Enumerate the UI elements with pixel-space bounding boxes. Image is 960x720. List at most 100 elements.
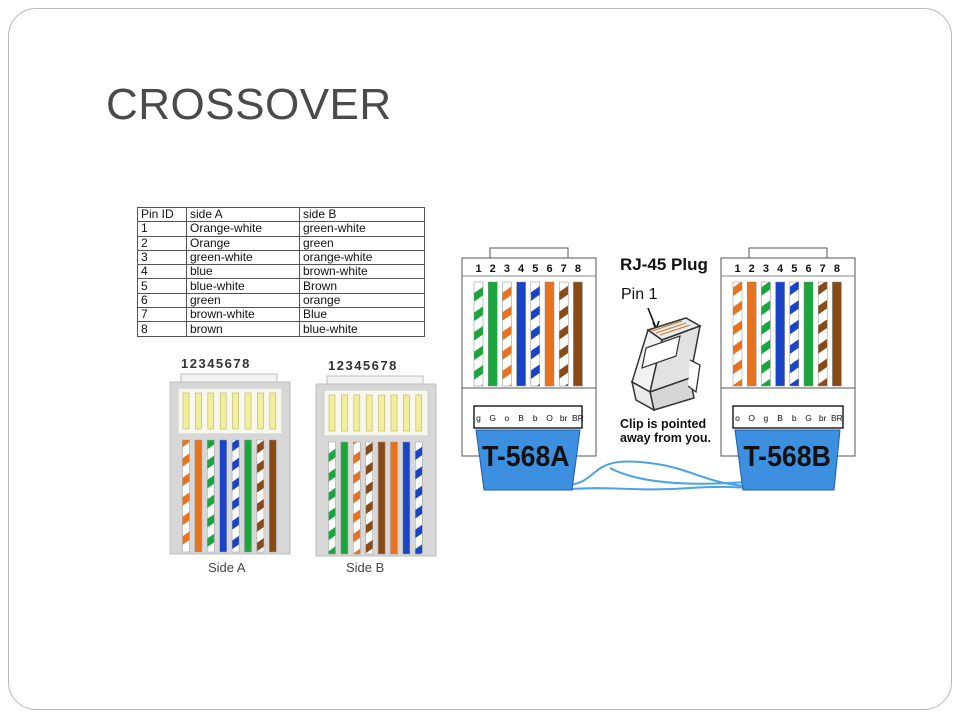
plug-title: RJ-45 Plug: [620, 255, 708, 274]
boot: [475, 429, 581, 491]
wire-blue: [402, 441, 411, 555]
t568a-label: T-568A: [482, 440, 569, 472]
small-connector-side-b: 12345678 Side B: [315, 358, 437, 575]
contact-blade: [269, 392, 277, 430]
pin-table: Pin ID side A side B 1 Orange-white gree…: [137, 206, 425, 337]
table-row: 8 brown blue-white: [137, 321, 425, 337]
color-code: br: [819, 413, 827, 423]
color-code: g: [476, 413, 481, 423]
contact-area: [177, 387, 283, 435]
wire-brown: [573, 281, 583, 387]
color-code: g: [764, 413, 769, 423]
color-code: b: [533, 413, 538, 423]
contact-blade: [341, 394, 348, 432]
wire-brown: [377, 441, 386, 555]
wire-green-white: [328, 441, 336, 555]
contact-blade: [390, 394, 398, 432]
table-cell: blue-white: [186, 278, 300, 294]
contact-area: [323, 389, 429, 437]
rj45-plug-illustration: RJ-45 Plug Pin 1 Clip is pointed away fr…: [620, 255, 711, 445]
wire-orange: [390, 441, 398, 555]
table-cell: Brown: [299, 278, 425, 294]
wire-group: [182, 392, 277, 553]
contact-blade: [328, 394, 336, 432]
wire-brown-white: [558, 281, 569, 387]
wire-orange-white: [353, 441, 361, 555]
pin-number: 3: [763, 263, 769, 275]
color-code: BR: [572, 413, 584, 423]
table-row: 5 blue-white Brown: [137, 278, 425, 294]
wire-orange-white: [182, 439, 190, 553]
wire-orange: [746, 281, 757, 387]
cable: [569, 460, 749, 491]
connector-top-tab: [489, 247, 569, 259]
table-header-cell: side B: [299, 206, 425, 223]
pin-number: 8: [575, 263, 581, 275]
wire-blue-white: [789, 281, 800, 387]
wire-green: [244, 439, 252, 553]
small-connector-side-a: 12345678 Side A: [169, 356, 291, 575]
table-row: 2 Orange green: [137, 235, 425, 251]
wire-orange: [544, 281, 555, 387]
color-code: BR: [831, 413, 843, 423]
wire-orange-white: [732, 281, 743, 387]
wire-orange-white: [502, 281, 512, 387]
table-header-row: Pin ID side A side B: [137, 206, 425, 223]
pin-number: 3: [504, 263, 510, 275]
wire-brown: [269, 439, 277, 553]
color-code: B: [518, 413, 524, 423]
table-cell: green-white: [299, 221, 425, 237]
color-code: o: [505, 413, 510, 423]
t568b-label: T-568B: [743, 440, 830, 472]
pin-numbers-side-b: 12345678: [328, 358, 398, 373]
pin-number: 6: [805, 263, 811, 275]
color-code: o: [735, 413, 740, 423]
pin-number: 4: [777, 263, 784, 275]
table-row: 7 brown-white Blue: [137, 307, 425, 323]
pin1-label: Pin 1: [621, 286, 658, 303]
wire-group: [328, 394, 423, 555]
clip-note-line2: away from you.: [620, 431, 711, 445]
pin-number: 2: [490, 263, 496, 275]
pin-number: 1: [734, 263, 740, 275]
color-code: B: [777, 413, 783, 423]
pin-numbers-side-a: 12345678: [181, 356, 251, 371]
side-a-label: Side A: [208, 560, 246, 575]
wire-blue-white: [231, 439, 240, 553]
pin-number: 2: [749, 263, 755, 275]
wire-orange: [194, 439, 203, 553]
pin-number: 7: [561, 263, 567, 275]
table-cell: Orange-white: [186, 221, 300, 237]
wire-brown-white: [256, 439, 265, 553]
slide-title: CROSSOVER: [106, 80, 392, 129]
contact-blade: [353, 394, 361, 432]
plug-icon: [630, 317, 702, 412]
contact-blade: [244, 392, 252, 430]
wire-blue-white: [415, 441, 423, 555]
contact-blade: [232, 392, 239, 430]
color-code: br: [560, 413, 568, 423]
contact-blade: [365, 394, 373, 432]
table-cell: blue-white: [299, 321, 425, 337]
pin-number: 8: [834, 263, 840, 275]
boot: [734, 429, 841, 491]
table-row: 3 green-white orange-white: [137, 249, 425, 266]
contact-blade: [207, 392, 215, 430]
wire-green-white: [761, 281, 771, 387]
color-code: G: [489, 413, 496, 423]
wire-blue-white: [530, 281, 541, 387]
wire-group: [473, 281, 583, 387]
wire-blue: [516, 281, 526, 387]
wire-brown: [832, 281, 842, 387]
pin-number: 1: [475, 263, 481, 275]
wire-group: [732, 281, 842, 387]
side-b-label: Side B: [346, 560, 384, 575]
table-cell: brown: [186, 321, 300, 337]
pin-number: 7: [820, 263, 826, 275]
clip-note-line1: Clip is pointed: [620, 417, 706, 431]
color-code: O: [748, 413, 755, 423]
